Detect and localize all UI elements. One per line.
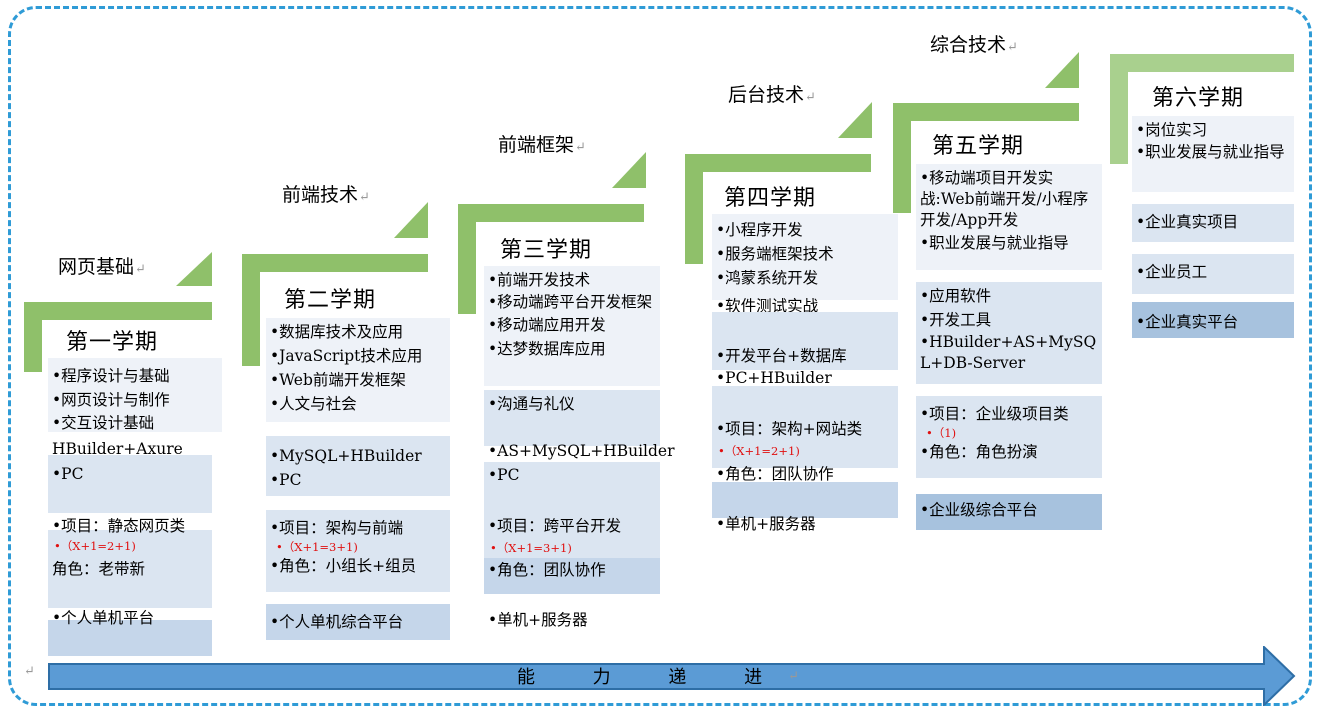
semester-block: •MySQL+HBuilder •PC [266,436,450,496]
list-item: •移动端项目开发实战:Web前端开发/小程序开发/App开发 [920,169,1089,229]
list-item: •个人单机平台 [52,609,155,627]
list-item: 角色：老带新 [52,560,146,578]
list-item: •项目：静态网页类 [52,517,186,535]
semester-block: •企业员工 [1132,254,1294,294]
dashed-frame [8,6,1312,706]
list-item: •沟通与礼仪 [488,395,575,413]
return-mark: ↵ [24,664,35,679]
list-item: •企业级综合平台 [920,501,1038,519]
note-text: •（X+1=2+1) [718,444,800,458]
semester-block [712,386,898,468]
semester-block: •个人单机综合平台 [266,604,450,640]
list-item: •小程序开发 [716,221,803,239]
list-item: •软件测试实战 [716,297,819,315]
list-item: •个人单机综合平台 [270,613,404,631]
category-label: 网页基础↵ [58,256,146,278]
list-item: HBuilder+Axure [52,440,183,458]
list-item: •PC [52,465,84,483]
arrow-icon [48,644,1296,708]
semester-block: •岗位实习 •职业发展与就业指导 [1132,116,1294,192]
semester-block: •小程序开发 •服务端框架技术 •鸿蒙系统开发 [712,214,898,300]
semester-block [484,462,660,514]
category-label: 前端技术↵ [282,184,370,206]
semester-title: 第二学期 [284,288,377,313]
semester-title: 第一学期 [66,330,159,355]
list-item: •HBuilder+AS+MySQL+DB-Server [920,333,1097,372]
list-item: •JavaScript技术应用 [270,347,423,365]
semester-block: •项目：架构与前端 •（X+1=3+1) •角色：小组长+组员 [266,510,450,592]
list-item: •达梦数据库应用 [488,340,606,358]
category-label: 前端框架↵ [498,134,586,156]
list-item: •网页设计与制作 [52,391,170,409]
semester-block [48,455,212,513]
list-item: •人文与社会 [270,395,357,413]
list-item: •AS+MySQL+HBuilder [488,442,675,460]
list-item: •企业真实平台 [1136,313,1239,331]
semester-block: •企业真实平台 [1132,302,1294,338]
list-item: •项目：架构与前端 [270,519,404,537]
list-item: •移动端应用开发 [488,316,606,334]
semester-block: •数据库技术及应用 •JavaScript技术应用 •Web前端开发框架 •人文… [266,318,450,422]
list-item: •MySQL+HBuilder [270,447,422,465]
semester-block [48,530,212,608]
list-item: •项目：架构+网站类 [716,420,863,438]
semester-block: •前端开发技术 •移动端跨平台开发框架 •移动端应用开发 •达梦数据库应用 [484,266,660,386]
list-item: •角色：小组长+组员 [270,557,417,575]
list-item: •单机+服务器 [488,611,588,629]
semester-block: •项目：企业级项目类 •（1) •角色：角色扮演 [916,396,1102,478]
list-item: •企业员工 [1136,263,1208,281]
list-item: •移动端跨平台开发框架 [488,293,653,311]
semester-block: •企业级综合平台 [916,494,1102,530]
list-item: •鸿蒙系统开发 [716,269,819,287]
list-item: •程序设计与基础 [52,367,170,385]
list-item: •Web前端开发框架 [270,371,406,389]
list-item: •单机+服务器 [716,515,816,533]
note-text: •（X+1=3+1) [490,541,572,555]
progression-arrow: 能 力 递 进↵ [48,644,1296,708]
category-label: 后台技术↵ [728,84,816,106]
list-item: •前端开发技术 [488,271,591,289]
semester-block: •应用软件 •开发工具 •HBuilder+AS+MySQL+DB-Server [916,282,1102,384]
category-label: 综合技术↵ [930,34,1018,56]
semester-title: 第四学期 [724,186,817,211]
semester-block: •移动端项目开发实战:Web前端开发/小程序开发/App开发 •职业发展与就业指… [916,164,1102,270]
list-item: •岗位实习 [1136,121,1208,139]
list-item: •交互设计基础 [52,414,155,432]
list-item: •角色：团队协作 [716,465,834,483]
semester-block: •程序设计与基础 •网页设计与制作 •交互设计基础 [48,358,222,432]
semester-title: 第三学期 [500,238,593,263]
semester-block [48,620,212,656]
note-text: •（X+1=3+1) [276,540,358,554]
list-item: •PC [270,471,302,489]
list-item: •角色：角色扮演 [920,443,1038,461]
list-item: •企业真实项目 [1136,213,1239,231]
semester-title: 第六学期 [1152,86,1245,111]
list-item: •应用软件 [920,287,992,305]
list-item: •职业发展与就业指导 [1136,143,1285,161]
arrow-label: 能 力 递 进↵ [516,667,800,688]
list-item: •PC [488,466,520,484]
semester-block: •沟通与礼仪 [484,390,660,446]
list-item: •数据库技术及应用 [270,323,404,341]
list-item: •项目：企业级项目类 [920,405,1069,423]
note-text: •（X+1=2+1) [54,539,136,553]
semester-block [484,514,660,558]
list-item: •PC+HBuilder [716,369,832,387]
semester-block: •企业真实项目 [1132,204,1294,242]
semester-title: 第五学期 [932,134,1025,159]
list-item: •服务端框架技术 [716,245,834,263]
note-text: •（1) [926,426,957,440]
list-item: •开发工具 [920,311,992,329]
semester-block [484,558,660,594]
semester-block [712,482,898,518]
list-item: •职业发展与就业指导 [920,234,1069,252]
semester-block [712,312,898,370]
list-item: •开发平台+数据库 [716,347,847,365]
list-item: •角色：团队协作 [488,561,606,579]
list-item: •项目：跨平台开发 [488,517,622,535]
